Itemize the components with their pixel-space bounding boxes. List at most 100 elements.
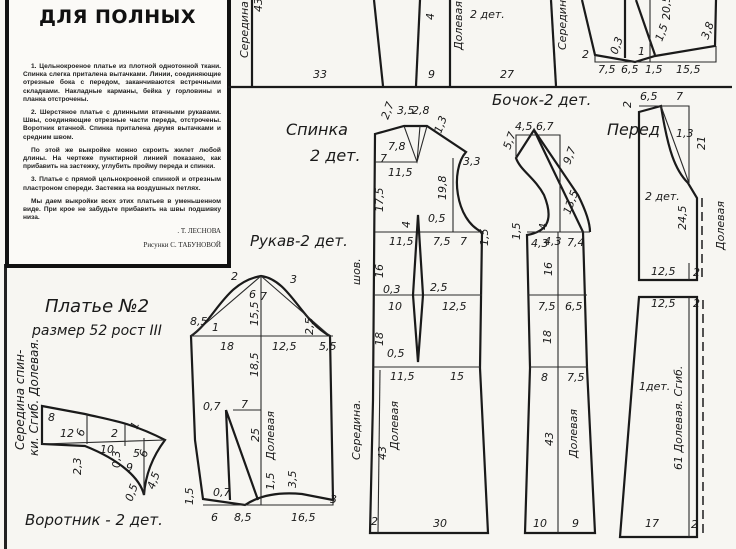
sleeve-measurement-label: 25: [249, 428, 262, 442]
sleeve-measurement-label: 3: [290, 273, 297, 286]
top_strip-measurement-label: 1,5: [653, 22, 671, 43]
back-measurement-label: 2,8: [412, 104, 430, 117]
top-strip-pieces: [228, 0, 732, 89]
side-measurement-label: 4,3: [531, 237, 549, 250]
front-measurement-label: 17: [645, 517, 659, 530]
top_strip-measurement-label: 15,5: [676, 63, 701, 76]
back-measurement-label: 19,8: [436, 176, 449, 201]
side-measurement-label: 43: [543, 432, 556, 446]
side-measurement-label: 4,5: [515, 120, 533, 133]
back-title: Спинка: [286, 120, 348, 139]
article-title: ДЛЯ ПОЛНЫХ: [39, 6, 197, 28]
side-measurement-label: Долевая: [567, 409, 580, 459]
front-measurement-label: 24,5: [676, 206, 689, 231]
sleeve-measurement-label: 1: [212, 321, 219, 334]
sleeve-title: Рукав-2 дет.: [250, 232, 348, 250]
sleeve-measurement-label: 16,5: [291, 511, 316, 524]
collar-measurement-label: 8: [48, 411, 55, 424]
side-measurement-label: 4,3: [544, 235, 562, 248]
back-piece: [368, 124, 490, 535]
collar-measurement-label: 12: [60, 427, 74, 440]
top_strip-measurement-label: 43: [252, 0, 265, 12]
back-measurement-label: 0,5: [428, 212, 446, 225]
top_strip-measurement-label: Долевая: [452, 1, 465, 51]
paragraph-3: По этой же выкройке можно скроить жилет …: [23, 146, 221, 171]
top_strip-measurement-label: 2: [582, 48, 589, 61]
front-title: Перед: [607, 120, 660, 139]
dress-size: размер 52 рост III: [31, 323, 162, 339]
sleeve-measurement-label: 6: [249, 288, 256, 301]
sleeve-measurement-label: 6: [211, 511, 218, 524]
collar-title: Воротник - 2 дет.: [25, 511, 163, 529]
sleeve-measurement-label: 7: [241, 398, 248, 411]
sleeve-measurement-label: 2,5: [303, 318, 316, 336]
sleeve-measurement-label: 3,5: [286, 471, 299, 489]
page-border: [4, 264, 7, 549]
side-measurement-label: 6,5: [565, 300, 583, 313]
top_strip-measurement-label: 4: [424, 13, 437, 20]
dress-title: Платье №2: [45, 296, 149, 317]
back-measurement-label: 3,5: [397, 104, 415, 117]
back-measurement-label: 7: [460, 235, 467, 248]
paragraph-4: 3. Платье с прямой цельнокроеной спинкой…: [23, 176, 221, 192]
side-piece: [514, 127, 597, 535]
side-measurement-label: 5,7: [501, 130, 519, 151]
paragraph-5: Мы даем выкройки всех этих платьев в уме…: [23, 197, 221, 222]
collar-measurement-label: 5: [133, 447, 140, 460]
collar-measurement-label: 0,5: [123, 482, 141, 503]
front-measurement-label: 2: [691, 518, 698, 531]
back-measurement-label: 2,5: [430, 281, 448, 294]
side-measurement-label: 7,4: [567, 236, 585, 249]
collar-measurement-label: 6: [74, 427, 89, 438]
back-measurement-label: 18: [373, 332, 386, 346]
back-measurement-label: 11,5: [389, 235, 414, 248]
sleeve-measurement-label: 7: [260, 290, 267, 303]
side-measurement-label: 9: [572, 517, 579, 530]
back-measurement-label: 17,5: [373, 188, 386, 213]
collar-measurement-label: 2: [111, 427, 118, 440]
sleeve-measurement-label: 0,7: [213, 486, 231, 499]
front-measurement-label: 21: [695, 136, 708, 150]
sleeve-measurement-label: 8,5: [234, 511, 252, 524]
back-measurement-label: 0,3: [383, 283, 401, 296]
sleeve-measurement-label: Долевая: [264, 411, 277, 461]
front-measurement-label: 2 дет.: [645, 190, 680, 203]
back-measurement-label: 12,5: [442, 300, 467, 313]
top_strip-measurement-label: 2 дет.: [470, 8, 505, 21]
top_strip-measurement-label: Середина: [556, 0, 569, 50]
top_strip-measurement-label: 9: [428, 68, 435, 81]
side-measurement-label: 8: [541, 371, 548, 384]
sleeve-measurement-label: 15,5: [248, 302, 261, 327]
sleeve-piece: [189, 274, 335, 507]
front-measurement-label: 7: [676, 90, 683, 103]
back-measurement-label: 0,5: [387, 347, 405, 360]
article-box: ДЛЯ ПОЛНЫХ 1. Цельнокроеное платье из пл…: [5, 0, 231, 268]
front-measurement-label: 2: [693, 297, 700, 310]
top_strip-measurement-label: 7,5: [598, 63, 616, 76]
collar-measurement-label: 1: [128, 420, 143, 431]
sleeve-measurement-label: 8,5: [190, 315, 208, 328]
side-measurement-label: 4: [537, 223, 550, 230]
top_strip-measurement-label: 3,8: [699, 20, 717, 41]
front-measurement-label: 2: [693, 266, 700, 279]
collar-note: Середина спин-: [13, 350, 27, 450]
sleeve-measurement-label: 1,5: [183, 488, 196, 506]
side-measurement-label: 1,5: [510, 223, 523, 241]
back-measurement-label: 43: [376, 446, 389, 460]
front-measurement-label: Долевая: [714, 201, 727, 251]
collar-measurement-label: 10: [100, 443, 114, 456]
back-measurement-label: 4: [400, 221, 413, 228]
front-measurement-label: 61 Долевая. Сгиб.: [672, 366, 685, 470]
front-measurement-label: 1дет.: [639, 380, 670, 393]
back-measurement-label: 7,8: [388, 140, 406, 153]
article-body: 1. Цельнокроеное платье из плотной однот…: [23, 63, 221, 254]
top_strip-measurement-label: 1,5: [645, 63, 663, 76]
front-measurement-label: 6,5: [640, 90, 658, 103]
back-measurement-label: 7,5: [433, 235, 451, 248]
sleeve-measurement-label: 18,5: [248, 353, 261, 378]
back-measurement-label: 16: [373, 264, 386, 278]
back-measurement-label: 2,7: [379, 100, 397, 121]
back-measurement-label: Долевая: [388, 401, 401, 451]
side-title: Бочок-2 дет.: [492, 91, 591, 109]
